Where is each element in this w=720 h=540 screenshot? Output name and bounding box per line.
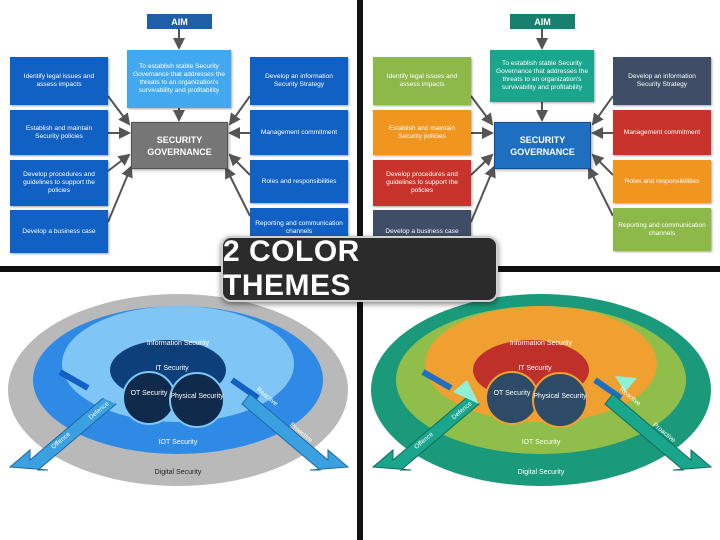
physical-label: Physical Security [533, 393, 587, 400]
aim-label: AIM [147, 14, 212, 29]
information-security-label: Information Security [510, 340, 573, 347]
ot-label: OT Security [131, 390, 168, 397]
right-item-1: Develop an information Security Strategy [250, 57, 348, 105]
reactive-tick [593, 377, 623, 401]
it-security-label: IT Security [518, 365, 552, 372]
digital-security-label: Digital Security [155, 469, 202, 476]
physical-security-circle [169, 372, 225, 428]
governance-diagram-color: AIM To establish stable Security Governa… [363, 0, 720, 266]
offence-tick [58, 369, 90, 391]
security-governance-center: SECURITY GOVERNANCE [494, 122, 591, 169]
left-item-4: Develop a business case [10, 210, 108, 253]
left-item-1: Identify legal issues and assess impacts [373, 57, 471, 105]
defence-arrowhead [90, 380, 116, 404]
color-themes-banner: 2 COLOR THEMES [221, 235, 498, 302]
layers-diagram: Information Security IT Security OT Secu… [8, 294, 350, 486]
ot-security-circle [122, 371, 176, 425]
left-item-3: Develop procedures and guidelines to sup… [373, 160, 471, 206]
security-governance-center: SECURITY GOVERNANCE [131, 122, 228, 169]
it-security-label: IT Security [155, 365, 189, 372]
left-item-2: Establish and maintain Security policies [10, 110, 108, 155]
digital-security-label: Digital Security [518, 469, 565, 476]
reactive-tick [230, 377, 260, 401]
right-item-4: Reporting and communication channels [613, 208, 711, 251]
reactive-arrowhead [615, 376, 637, 392]
security-layers-color: Information Security IT Security OT Secu… [363, 272, 720, 540]
physical-label: Physical Security [170, 393, 224, 400]
offence-tick [421, 369, 453, 391]
right-item-1: Develop an information Security Strategy [613, 57, 711, 105]
physical-security-circle [532, 372, 588, 428]
proactive-reactive-arrow [604, 393, 713, 471]
iot-security-label: IOT Security [159, 439, 198, 446]
aim-label: AIM [510, 14, 575, 29]
proactive-reactive-arrow [241, 393, 350, 471]
ot-label: OT Security [494, 390, 531, 397]
right-item-3: Roles and responsibilities [250, 160, 348, 203]
right-item-2: Management commitment [250, 110, 348, 155]
defence-arrowhead [453, 380, 479, 404]
aim-description: To establish stable Security Governance … [490, 50, 594, 102]
security-layers-blue: Information Security IT Security OT Secu… [0, 272, 357, 540]
information-security-label: Information Security [147, 340, 210, 347]
connector-lines [107, 29, 251, 223]
layers-diagram: Information Security IT Security OT Secu… [371, 294, 713, 486]
ot-security-circle [485, 371, 539, 425]
left-item-1: Identify legal issues and assess impacts [10, 57, 108, 105]
governance-diagram-blue: AIM To establish stable Security Governa… [0, 0, 357, 266]
connector-lines [470, 29, 614, 223]
aim-description: To establish stable Security Governance … [127, 50, 231, 108]
left-item-2: Establish and maintain Security policies [373, 110, 471, 155]
left-item-3: Develop procedures and guidelines to sup… [10, 160, 108, 206]
right-item-2: Management commitment [613, 110, 711, 155]
iot-security-label: IOT Security [522, 439, 561, 446]
reactive-arrowhead [252, 376, 274, 392]
right-item-3: Roles and responsibilities [613, 160, 711, 203]
